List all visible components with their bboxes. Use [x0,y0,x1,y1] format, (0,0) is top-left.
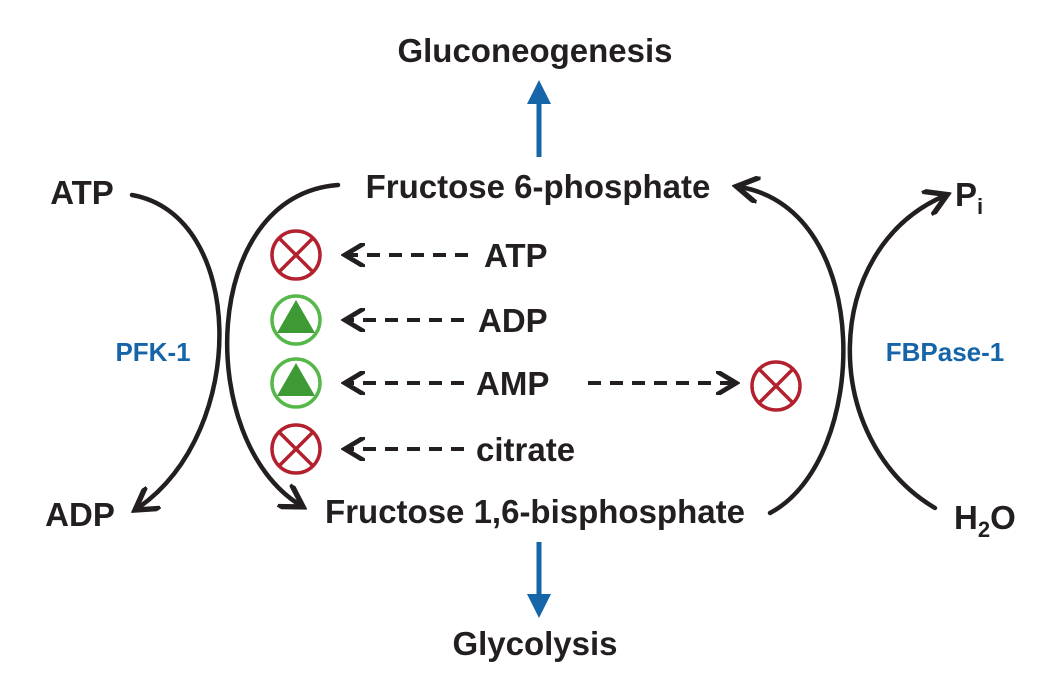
fbpase1-reaction-arc [740,187,846,516]
pfk1-enzyme-label: PFK-1 [115,337,190,367]
inhibit-icon [270,229,322,281]
citrate-inhibits-pfk1: citrate [270,423,575,475]
regulator-atp-label: ATP [484,237,548,274]
glycolysis-label: Glycolysis [452,625,617,662]
h2o-label: H2O [954,499,1016,542]
inhibit-icon [750,360,802,412]
regulator-adp-label: ADP [478,302,548,339]
gluconeogenesis-label: Gluconeogenesis [397,32,672,69]
glycolysis-arrow [527,542,551,618]
regulator-amp-label: AMP [476,365,549,402]
pfk1-reaction-arc [225,182,341,505]
activate-icon [270,294,322,346]
pfk1-cofactor-arc [129,192,222,508]
fructose-1-6-bisphosphate-label: Fructose 1,6-bisphosphate [325,493,745,530]
inhibit-icon [270,423,322,475]
amp-regulation: AMP [270,357,802,412]
atp-inhibits-pfk1: ATP [270,229,548,281]
regulator-citrate-label: citrate [476,431,575,468]
fbpase1-enzyme-label: FBPase-1 [886,337,1005,367]
pi-label: Pi [955,176,983,219]
adp-activates-pfk1: ADP [270,294,548,346]
activate-icon [270,357,322,409]
pfk1-adp-label: ADP [45,496,115,533]
pfk1-atp-label: ATP [50,174,114,211]
gluconeogenesis-arrow [527,80,551,157]
fructose-6-phosphate-label: Fructose 6-phosphate [366,168,711,205]
fbpase1-cofactor-arc [847,196,944,511]
